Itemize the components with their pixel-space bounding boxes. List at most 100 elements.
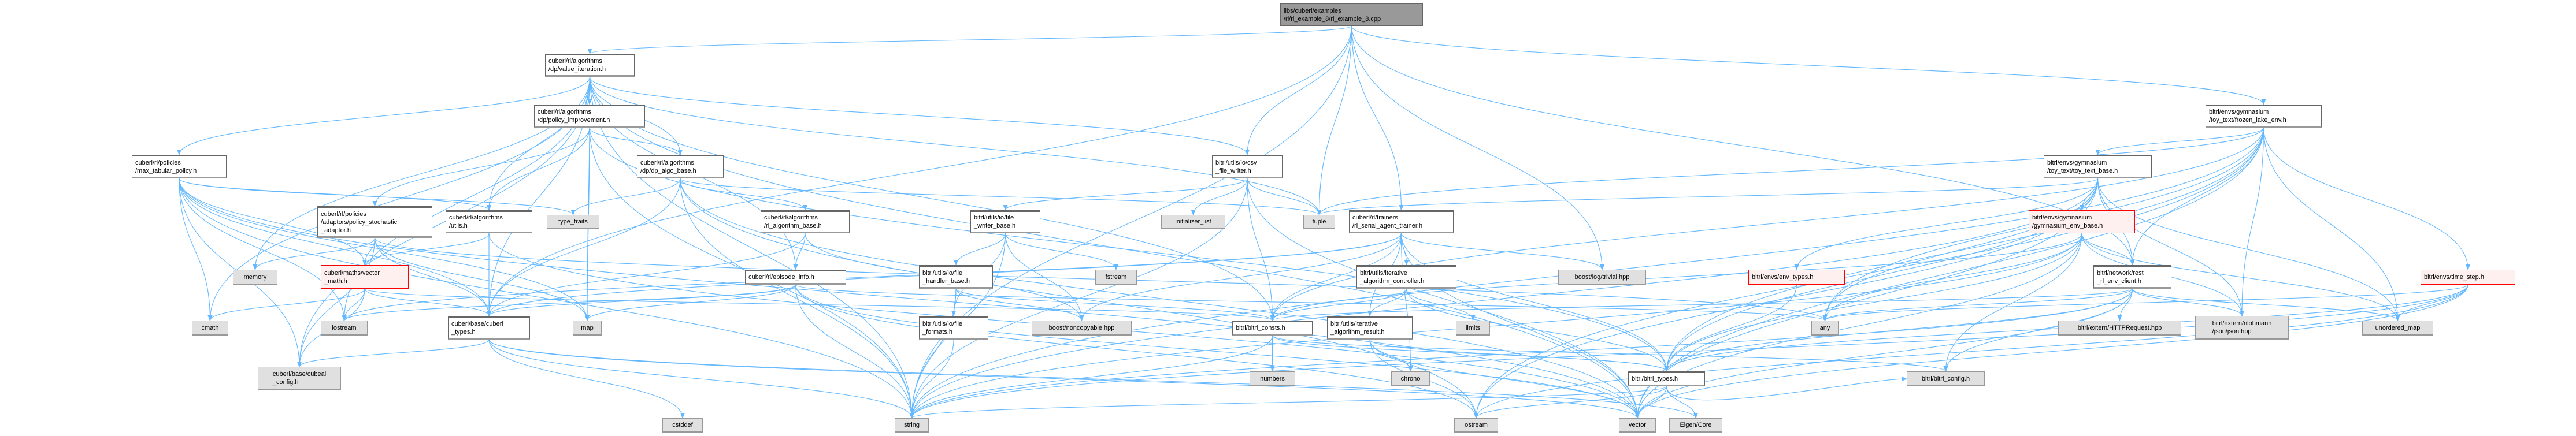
node-bitrl-envs-gymnasium-toy-text-frozen-lake-env-h[interactable]: bitrl/envs/gymnasium /toy_text/frozen_la… <box>2206 105 2322 128</box>
edge-root-to-vi <box>587 25 1352 54</box>
edge-mtp-to-map <box>179 178 590 321</box>
edge-ttb-to-bt <box>1664 178 2099 372</box>
node-bitrl-network-rest-rl-env-client-h[interactable]: bitrl/network/rest _rl_env_client.h <box>2093 265 2171 289</box>
edge-fle-to-umap <box>2263 127 2400 321</box>
edge-bc-to-string <box>909 335 1273 419</box>
node-bitrl-bitrl-config-h: bitrl/bitrl_config.h <box>1907 371 1985 386</box>
edge-mtp-to-ct <box>179 178 491 316</box>
node-unordered-map: unordered_map <box>2362 321 2433 336</box>
node-bitrl-utils-io-csv-file-writer-h[interactable]: bitrl/utils/io/csv _file_writer.h <box>1212 155 1283 178</box>
node-bitrl-envs-env-types-h[interactable]: bitrl/envs/env_types.h <box>1748 270 1845 285</box>
edge-ei-to-ios <box>342 284 796 321</box>
node-bitrl-utils-iterative-algorithm-controller-h[interactable]: bitrl/utils/iterative _algorithm_control… <box>1356 265 1456 289</box>
node-fstream: fstream <box>1095 270 1137 285</box>
edge-ttb-to-umap <box>2097 178 2400 321</box>
edge-ct-to-cfg <box>297 339 490 367</box>
node-cuberl-rl-algorithms-utils-h[interactable]: cuberl/rl/algorithms /utils.h <box>446 210 532 233</box>
edge-geb-to-bc <box>1270 233 2082 321</box>
node-bitrl-envs-time-step-h[interactable]: bitrl/envs/time_step.h <box>2421 270 2515 285</box>
edge-dab-to-rab <box>680 178 807 211</box>
edge-vi-to-string <box>589 76 914 419</box>
edge-fhb-to-string <box>909 288 957 419</box>
node-numbers: numbers <box>1250 371 1295 386</box>
edge-ts-to-any <box>1822 284 2468 321</box>
edge-utl-to-vm <box>362 233 490 266</box>
edge-psa-to-ct <box>374 237 491 316</box>
edge-rec-to-bc <box>1270 288 2133 321</box>
node-cuberl-rl-algorithms-dp-policy-improvement-h[interactable]: cuberl/rl/algorithms /dp/policy_improvem… <box>534 105 645 128</box>
edge-vm-to-ct <box>364 288 491 316</box>
edge-mtp-to-utl <box>179 178 491 211</box>
edge-iac-to-bc <box>1270 288 1407 321</box>
edge-ei-to-string <box>795 284 914 419</box>
edge-fle-to-vector <box>1635 127 2264 419</box>
node-cuberl-base-cuberl-types-h[interactable]: cuberl/base/cuberl _types.h <box>448 316 530 340</box>
edge-mtp-to-cmath <box>179 178 213 321</box>
node-bitrl-envs-gymnasium-toy-text-toy-text-base-h[interactable]: bitrl/envs/gymnasium /toy_text/toy_text_… <box>2044 155 2152 178</box>
edge-ts-to-ostream <box>1474 284 2468 419</box>
edge-rsat-to-bt <box>1400 233 1669 372</box>
edge-ts-to-umap <box>2395 284 2468 321</box>
edge-root-to-csv <box>1245 25 1352 155</box>
edge-iar-to-vector <box>1369 339 1640 419</box>
edge-fle-to-ostream <box>1474 127 2264 419</box>
node-initializer-list: initializer_list <box>1161 215 1225 229</box>
node-bitrl-bitrl-types-h[interactable]: bitrl/bitrl_types.h <box>1628 371 1705 386</box>
edge-ei-to-ostream <box>795 284 1478 419</box>
edge-geb-to-string <box>909 233 2082 419</box>
node-cstddef: cstddef <box>662 418 703 433</box>
node-cuberl-rl-policies-max-tabular-policy-h[interactable]: cuberl/rl/policies /max_tabular_policy.h <box>132 155 227 178</box>
node-memory: memory <box>233 270 277 285</box>
edge-ts-to-vector <box>1635 284 2468 419</box>
node-bitrl-utils-io-file-handler-base-h[interactable]: bitrl/utils/io/file _handler_base.h <box>919 265 993 289</box>
edge-vm-to-bc <box>364 288 1274 321</box>
node-cuberl-rl-episode-info-h[interactable]: cuberl/rl/episode_info.h <box>745 270 846 285</box>
node-bitrl-utils-iterative-algorithm-result-h[interactable]: bitrl/utils/iterative _algorithm_result.… <box>1327 316 1413 340</box>
edge-ttb-to-string <box>909 178 2099 419</box>
edge-geb-to-bcfg <box>1943 233 2082 372</box>
edge-root-to-blog <box>1351 25 1604 270</box>
node-tuple: tuple <box>1303 215 1335 229</box>
node-bitrl-envs-gymnasium-gymnasium-env-base-h[interactable]: bitrl/envs/gymnasium /gymnasium_env_base… <box>2029 210 2135 233</box>
edge-ttb-to-json <box>2097 178 2244 316</box>
edge-csv-to-fwb <box>1003 178 1248 211</box>
edge-dab-to-tt <box>570 178 681 215</box>
node-limits: limits <box>1456 321 1490 336</box>
edge-ei-to-vector <box>795 284 1640 419</box>
edge-rec-to-string <box>909 288 2133 419</box>
edge-iac-to-bt <box>1406 288 1669 372</box>
node-bitrl-extern-httprequest-hpp: bitrl/extern/HTTPRequest.hpp <box>2058 321 2181 336</box>
edge-bt-to-bcfg <box>1666 377 1907 401</box>
edge-rsat-to-bc <box>1270 233 1402 321</box>
edge-rec-to-any <box>1822 288 2133 321</box>
edge-ct-to-string <box>488 339 914 419</box>
node-any: any <box>1811 321 1839 336</box>
edge-ct-to-vector <box>488 339 1640 419</box>
node-cuberl-rl-algorithms-dp-dp-algo-base-h[interactable]: cuberl/rl/algorithms /dp/dp_algo_base.h <box>637 155 724 178</box>
edge-root-to-tuple <box>1317 25 1352 215</box>
node-cuberl-rl-trainers-rl-serial-agent-trainer-h[interactable]: cuberl/rl/trainers /rl_serial_agent_trai… <box>1349 210 1454 233</box>
node-cuberl-rl-policies-adaptors-policy-stochastic-adaptor-h[interactable]: cuberl/rl/policies /adaptors/policy_stoc… <box>317 206 432 238</box>
edge-fhb-to-bc <box>955 288 1275 321</box>
edge-fle-to-ts <box>2263 127 2470 270</box>
edge-ct-to-cstddef <box>488 339 685 419</box>
edge-fwb-to-fhb <box>954 233 1006 266</box>
edge-bt-to-ostream <box>1474 386 1667 419</box>
edge-et-to-bt <box>1664 284 1797 372</box>
node-libs-cuberl-examples-rl-rl-example-8-rl-example-8-cpp: libs/cuberl/examples /rl/rl_example_8/rl… <box>1280 3 1423 26</box>
node-boost-log-trivial-hpp: boost/log/trivial.hpp <box>1558 270 1646 285</box>
edge-fle-to-ttb <box>2095 127 2264 155</box>
edge-rec-to-json <box>2132 288 2244 316</box>
node-cuberl-maths-vector-math-h[interactable]: cuberl/maths/vector _math.h <box>321 265 409 289</box>
node-cuberl-rl-algorithms-rl-algorithm-base-h[interactable]: cuberl/rl/algorithms /rl_algorithm_base.… <box>761 210 850 233</box>
node-bitrl-bitrl-consts-h[interactable]: bitrl/bitrl_consts.h <box>1232 321 1313 336</box>
node-bitrl-utils-io-file-writer-base-h[interactable]: bitrl/utils/io/file _writer_base.h <box>970 210 1040 233</box>
node-type-traits: type_traits <box>547 215 599 229</box>
node-cmath: cmath <box>192 321 228 336</box>
node-cuberl-rl-algorithms-dp-value-iteration-h[interactable]: cuberl/rl/algorithms /dp/value_iteration… <box>545 54 635 77</box>
edge-rsat-to-blog <box>1400 233 1604 270</box>
edge-vm-to-cmath <box>207 288 365 321</box>
node-bitrl-utils-io-file-formats-h[interactable]: bitrl/utils/io/file _formats.h <box>919 316 988 340</box>
edge-fle-to-bc <box>1270 127 2264 321</box>
edge-dab-to-tuple <box>680 178 1322 215</box>
